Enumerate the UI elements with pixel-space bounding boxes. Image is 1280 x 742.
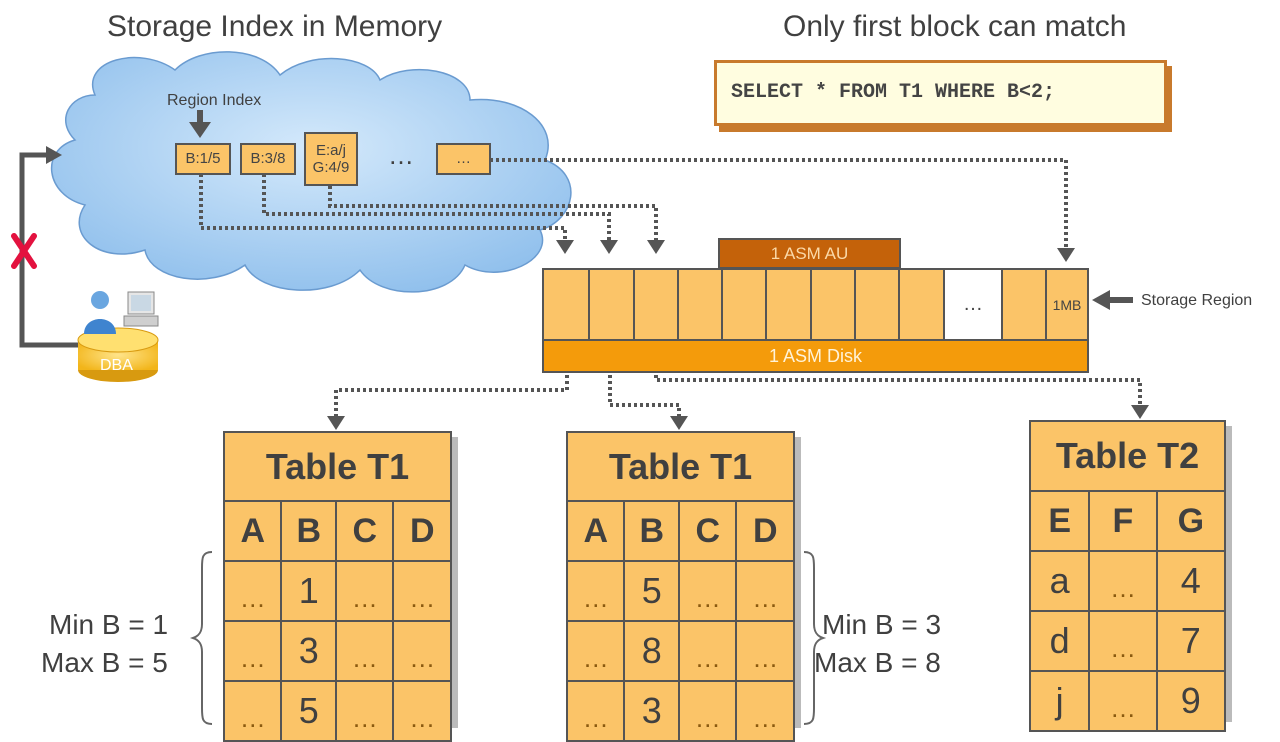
storage-block xyxy=(1003,270,1047,339)
storage-block xyxy=(812,270,856,339)
dba-icon xyxy=(77,291,159,382)
query-title: Only first block can match xyxy=(783,10,1127,43)
table-cell: … xyxy=(735,680,795,742)
min-b-label: Min B = 3 xyxy=(822,609,942,640)
max-b-label: Max B = 5 xyxy=(41,647,168,678)
table-cell: 1 xyxy=(280,560,337,622)
column-header: G xyxy=(1155,490,1227,552)
table-cell: … xyxy=(334,560,395,622)
table-cell: d xyxy=(1028,610,1091,672)
column-header: F xyxy=(1088,490,1158,552)
table-t1-second: Table T1 A B C D … 5 … … … 8 … … … 3 … … xyxy=(565,431,795,742)
region-index-entry: B:1/5 xyxy=(175,143,231,175)
column-header: E xyxy=(1028,490,1091,552)
sql-query-box: SELECT * FROM T1 WHERE B<2; xyxy=(714,60,1167,126)
no-dba-cross-icon xyxy=(11,233,37,269)
dba-label: DBA xyxy=(100,357,133,374)
table-cell: … xyxy=(735,620,795,682)
connector-last xyxy=(490,158,1068,248)
table-cell: … xyxy=(565,560,626,622)
min-b-label: Min B = 1 xyxy=(49,609,169,640)
table-cell: … xyxy=(565,620,626,682)
connector-eg xyxy=(328,186,658,240)
column-header: D xyxy=(735,500,795,562)
table-cell: 3 xyxy=(280,620,337,682)
table-cell: j xyxy=(1028,670,1091,732)
table-cell: … xyxy=(677,620,738,682)
storage-index-title: Storage Index in Memory xyxy=(107,10,443,43)
storage-block xyxy=(767,270,812,339)
table-cell: … xyxy=(222,560,283,622)
table-cell: … xyxy=(222,680,283,742)
table-cell: 3 xyxy=(623,680,680,742)
column-header: B xyxy=(280,500,337,562)
table-cell: … xyxy=(565,680,626,742)
left-brace-icon xyxy=(190,551,213,725)
table-title: Table T1 xyxy=(223,431,452,502)
table-cell: 9 xyxy=(1155,670,1227,732)
table-cell: … xyxy=(334,680,395,742)
table-cell: … xyxy=(334,620,395,682)
region-index-entry: B:3/8 xyxy=(240,143,296,175)
table-cell: 4 xyxy=(1155,550,1227,612)
table-cell: … xyxy=(1088,610,1158,672)
table-cell: … xyxy=(1088,670,1158,732)
table-cell: … xyxy=(1088,550,1158,612)
storage-block-reject xyxy=(590,270,635,339)
asm-au-bar: 1 ASM AU xyxy=(718,238,901,269)
column-header: C xyxy=(334,500,395,562)
connector-block2-table xyxy=(608,345,681,418)
table-cell: a xyxy=(1028,550,1091,612)
table-cell: … xyxy=(735,560,795,622)
storage-block xyxy=(723,270,767,339)
table-t2: Table T2 E F G a … 4 d … 7 j … 9 xyxy=(1028,420,1227,732)
table-cell: … xyxy=(677,560,738,622)
column-header: B xyxy=(623,500,680,562)
asm-disk-label: 1 ASM Disk xyxy=(544,339,1087,371)
column-header: A xyxy=(222,500,283,562)
table-cell: … xyxy=(392,620,452,682)
storage-block xyxy=(635,270,679,339)
region-index-label: Region Index xyxy=(167,92,262,109)
storage-block xyxy=(856,270,900,339)
table-title: Table T1 xyxy=(566,431,795,502)
table-cell: 8 xyxy=(623,620,680,682)
table-t1-first: Table T1 A B C D … 1 … … … 3 … … … 5 … … xyxy=(222,431,452,742)
connector-block3-table xyxy=(654,345,1142,407)
storage-block-1mb: 1MB xyxy=(1047,270,1087,339)
storage-block xyxy=(679,270,723,339)
region-index-ellipsis: … xyxy=(388,140,414,170)
column-header: C xyxy=(677,500,738,562)
column-header: A xyxy=(565,500,626,562)
table-cell: … xyxy=(677,680,738,742)
region-index-entry: E:a/j G:4/9 xyxy=(304,132,358,186)
storage-block-match xyxy=(544,270,590,339)
storage-block xyxy=(900,270,945,339)
table-cell: … xyxy=(392,680,452,742)
table-cell: 5 xyxy=(280,680,337,742)
table-title: Table T2 xyxy=(1029,420,1226,492)
right-brace-icon xyxy=(803,551,827,725)
connector-block1-table xyxy=(334,345,569,418)
table-cell: 5 xyxy=(623,560,680,622)
table-cell: … xyxy=(392,560,452,622)
region-index-entry: … xyxy=(436,143,491,175)
connector-b38 xyxy=(262,174,611,240)
storage-region-label: Storage Region xyxy=(1141,292,1253,309)
connector-b15 xyxy=(199,174,567,240)
column-header: D xyxy=(392,500,452,562)
table-cell: … xyxy=(222,620,283,682)
asm-disk-strip: … 1MB 1 ASM Disk xyxy=(542,268,1089,373)
storage-block-ellipsis: … xyxy=(945,270,1003,339)
table-cell: 7 xyxy=(1155,610,1227,672)
max-b-label: Max B = 8 xyxy=(814,647,941,678)
